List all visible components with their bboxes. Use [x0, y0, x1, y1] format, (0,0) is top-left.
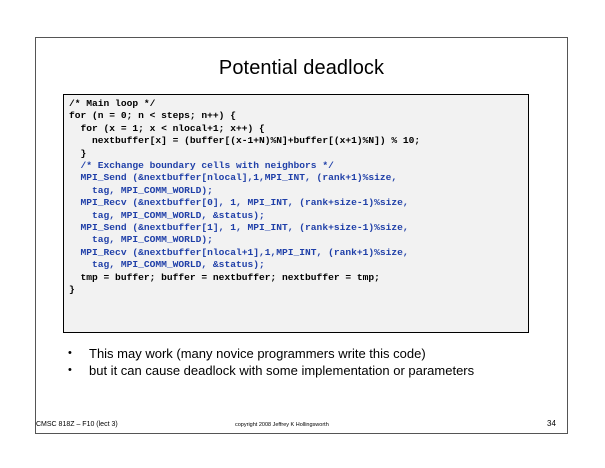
code-line: MPI_Send (&nextbuffer[nlocal],1,MPI_INT,… — [69, 172, 398, 184]
bullet-text: but it can cause deadlock with some impl… — [89, 363, 475, 378]
code-line: MPI_Recv (&nextbuffer[nlocal+1],1,MPI_IN… — [69, 246, 409, 258]
code-line: tag, MPI_COMM_WORLD); — [69, 234, 213, 246]
page-number: 34 — [547, 419, 556, 428]
code-box — [63, 94, 529, 333]
code-line: tag, MPI_COMM_WORLD, &status); — [69, 209, 265, 221]
code-line: for (x = 1; x < nlocal+1; x++) { — [69, 122, 265, 134]
code-line: tag, MPI_COMM_WORLD); — [69, 184, 213, 196]
code-line: MPI_Send (&nextbuffer[1], 1, MPI_INT, (r… — [69, 222, 409, 234]
bullet-list: • This may work (many novice programmers… — [68, 345, 508, 379]
code-line: tag, MPI_COMM_WORLD, &status); — [69, 259, 265, 271]
footer-course: CMSC 818Z – F10 (lect 3) — [36, 421, 118, 428]
bullet-icon: • — [68, 364, 72, 376]
code-line: nextbuffer[x] = (buffer[(x-1+N)%N]+buffe… — [69, 135, 421, 147]
code-line: tmp = buffer; buffer = nextbuffer; nextb… — [69, 271, 380, 283]
code-line: /* Main loop */ — [69, 98, 156, 109]
code-line: } — [69, 147, 87, 159]
bullet-item: • This may work (many novice programmers… — [68, 345, 508, 362]
slide-title: Potential deadlock — [218, 57, 385, 79]
bullet-icon: • — [68, 347, 72, 359]
bullet-text: This may work (many novice programmers w… — [89, 346, 426, 361]
bullet-item: • but it can cause deadlock with some im… — [68, 362, 508, 379]
footer-copyright: copyright 2008 Jeffrey K Hollingsworth — [235, 422, 329, 428]
slide-frame — [35, 37, 568, 434]
code-line: MPI_Recv (&nextbuffer[0], 1, MPI_INT, (r… — [69, 197, 409, 209]
code-line: /* Exchange boundary cells with neighbor… — [69, 160, 334, 172]
code-line: for (n = 0; n < steps; n++) { — [69, 110, 236, 122]
code-block: /* Main loop */ for (n = 0; n < steps; n… — [69, 98, 420, 297]
code-line: } — [69, 284, 75, 296]
